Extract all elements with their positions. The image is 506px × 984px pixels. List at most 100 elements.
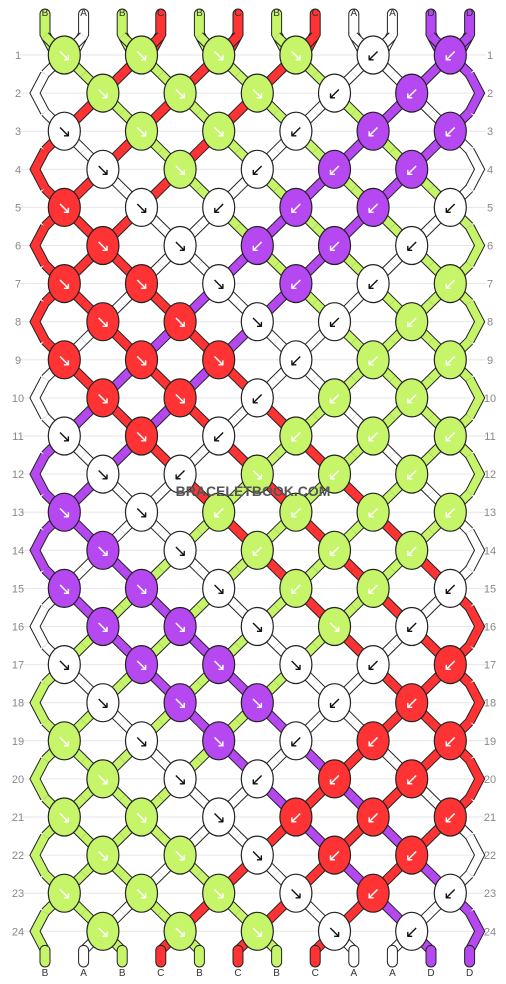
- knot[interactable]: [202, 35, 236, 75]
- knot[interactable]: [395, 530, 429, 570]
- knot[interactable]: [240, 759, 274, 799]
- knot[interactable]: [163, 759, 197, 799]
- knot[interactable]: [433, 644, 467, 685]
- knot[interactable]: [279, 797, 313, 837]
- knot[interactable]: [202, 340, 236, 380]
- knot[interactable]: [240, 606, 274, 647]
- knot[interactable]: [124, 721, 159, 761]
- knot[interactable]: [317, 759, 352, 799]
- knot[interactable]: [202, 492, 236, 532]
- knot[interactable]: [163, 149, 197, 189]
- knot[interactable]: [279, 111, 313, 151]
- knot[interactable]: [124, 340, 159, 380]
- knot[interactable]: [202, 187, 236, 227]
- knot[interactable]: [395, 759, 429, 799]
- knot[interactable]: [240, 835, 274, 875]
- knot[interactable]: [86, 302, 120, 342]
- knot[interactable]: [124, 492, 159, 532]
- knot[interactable]: [317, 530, 352, 570]
- knot[interactable]: [356, 873, 390, 913]
- knot[interactable]: [433, 187, 467, 227]
- knot[interactable]: [47, 873, 81, 913]
- knot[interactable]: [395, 225, 429, 266]
- knot[interactable]: [433, 568, 467, 609]
- knot[interactable]: [317, 225, 352, 266]
- knot[interactable]: [202, 797, 236, 837]
- knot[interactable]: [395, 73, 429, 113]
- knot[interactable]: [356, 797, 390, 837]
- knot[interactable]: [356, 340, 390, 380]
- knot[interactable]: [163, 683, 197, 723]
- knot[interactable]: [86, 225, 120, 266]
- knot[interactable]: [47, 416, 81, 456]
- knot[interactable]: [86, 73, 120, 113]
- knot[interactable]: [47, 340, 81, 380]
- knot[interactable]: [395, 911, 429, 951]
- knot[interactable]: [202, 644, 236, 685]
- knot[interactable]: [240, 149, 274, 189]
- knot[interactable]: [433, 492, 467, 532]
- knot[interactable]: [240, 302, 274, 342]
- knot[interactable]: [317, 302, 352, 342]
- knot[interactable]: [433, 797, 467, 837]
- knot[interactable]: [47, 492, 81, 532]
- knot[interactable]: [240, 378, 274, 418]
- knot[interactable]: [86, 606, 120, 647]
- knot[interactable]: [47, 264, 81, 304]
- knot[interactable]: [86, 149, 120, 189]
- knot[interactable]: [124, 797, 159, 837]
- knot[interactable]: [317, 606, 352, 647]
- knot[interactable]: [240, 225, 274, 266]
- knot[interactable]: [317, 149, 352, 189]
- knot[interactable]: [433, 35, 467, 75]
- knot[interactable]: [163, 302, 197, 342]
- knot[interactable]: [356, 568, 390, 609]
- knot[interactable]: [47, 35, 81, 75]
- knot[interactable]: [163, 73, 197, 113]
- knot[interactable]: [433, 873, 467, 913]
- knot[interactable]: [163, 835, 197, 875]
- knot[interactable]: [395, 606, 429, 647]
- knot[interactable]: [279, 264, 313, 304]
- knot[interactable]: [433, 264, 467, 304]
- knot[interactable]: [163, 530, 197, 570]
- knot[interactable]: [356, 111, 390, 151]
- knot[interactable]: [124, 35, 159, 75]
- knot[interactable]: [279, 873, 313, 913]
- knot[interactable]: [433, 111, 467, 151]
- knot[interactable]: [317, 683, 352, 723]
- knot[interactable]: [47, 187, 81, 227]
- knot[interactable]: [124, 264, 159, 304]
- knot[interactable]: [124, 644, 159, 685]
- knot[interactable]: [47, 721, 81, 761]
- knot[interactable]: [240, 73, 274, 113]
- knot[interactable]: [395, 454, 429, 494]
- knot[interactable]: [279, 644, 313, 685]
- knot[interactable]: [202, 111, 236, 151]
- knot[interactable]: [317, 454, 352, 494]
- knot[interactable]: [86, 454, 120, 494]
- knot[interactable]: [433, 416, 467, 456]
- knot[interactable]: [86, 835, 120, 875]
- knot[interactable]: [395, 302, 429, 342]
- knot[interactable]: [279, 568, 313, 609]
- knot[interactable]: [395, 149, 429, 189]
- knot[interactable]: [395, 835, 429, 875]
- knot[interactable]: [86, 378, 120, 418]
- knot[interactable]: [317, 911, 352, 951]
- knot[interactable]: [395, 378, 429, 418]
- knot[interactable]: [86, 911, 120, 951]
- knot[interactable]: [279, 492, 313, 532]
- knot[interactable]: [317, 378, 352, 418]
- knot[interactable]: [124, 416, 159, 456]
- knot[interactable]: [124, 111, 159, 151]
- knot[interactable]: [240, 530, 274, 570]
- knot[interactable]: [240, 683, 274, 723]
- knot[interactable]: [202, 873, 236, 913]
- knot[interactable]: [163, 378, 197, 418]
- knot[interactable]: [356, 644, 390, 685]
- knot[interactable]: [124, 187, 159, 227]
- knot[interactable]: [202, 416, 236, 456]
- knot[interactable]: [47, 568, 81, 609]
- knot[interactable]: [86, 759, 120, 799]
